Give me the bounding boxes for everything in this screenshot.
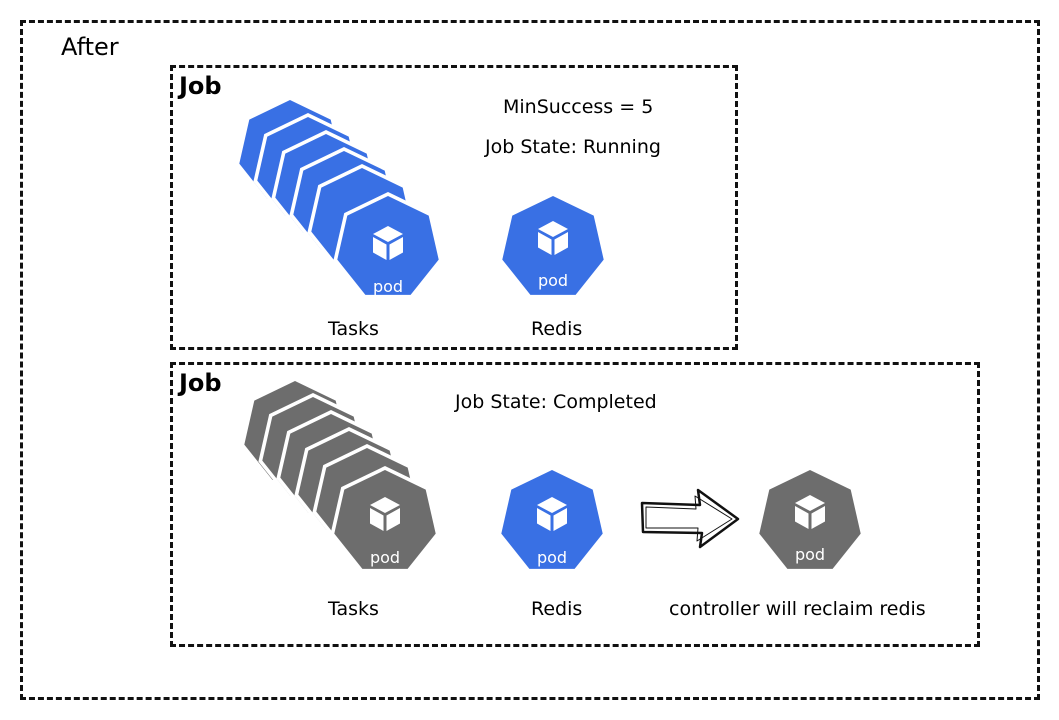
after-frame: After xyxy=(20,20,1040,700)
hollow-right-arrow-icon xyxy=(640,488,740,549)
reclaim-label: controller will reclaim redis xyxy=(669,598,926,620)
job-completed-state: Job State: Completed xyxy=(455,391,657,413)
job-running-state: Job State: Running xyxy=(485,136,661,158)
completed-tasks-label: Tasks xyxy=(328,598,379,620)
pod-text: pod xyxy=(795,545,825,564)
pod-text: pod xyxy=(373,277,403,296)
min-success-label: MinSuccess = 5 xyxy=(503,96,654,118)
running-redis-pod-icon: pod xyxy=(498,192,608,299)
pod-text: pod xyxy=(537,548,567,567)
pod-text: pod xyxy=(370,548,400,567)
running-redis-label: Redis xyxy=(531,318,583,340)
running-task-pods: pod xyxy=(235,96,443,299)
pod-text: pod xyxy=(538,271,568,290)
job-running-title: Job xyxy=(179,72,222,100)
job-running-frame: Job MinSuccess = 5 Job State: Running Ta… xyxy=(170,65,738,350)
running-tasks-label: Tasks xyxy=(328,318,379,340)
job-completed-title: Job xyxy=(179,369,222,397)
completed-task-pod-icon: pod xyxy=(330,466,440,573)
after-title: After xyxy=(61,33,119,61)
completed-redis-pod-icon: pod xyxy=(497,466,607,573)
reclaimed-redis-pod-icon: pod xyxy=(755,466,865,573)
running-task-pod-icon: pod xyxy=(333,192,443,299)
job-completed-frame: Job Job State: Completed Tasks Redis con… xyxy=(170,362,980,647)
completed-redis-label: Redis xyxy=(531,598,583,620)
completed-task-pods: pod xyxy=(240,377,440,573)
